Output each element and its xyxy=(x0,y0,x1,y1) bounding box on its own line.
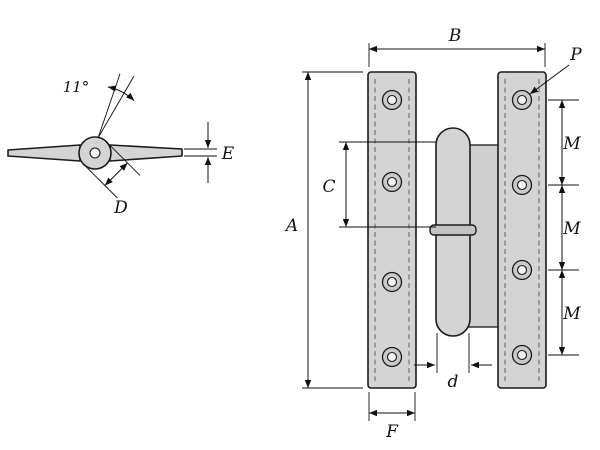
dimension-label-B: B xyxy=(448,26,462,46)
dimension-label-M: M xyxy=(562,219,581,239)
screw-hole xyxy=(381,89,403,111)
pin-hole xyxy=(89,147,101,159)
pin-collar xyxy=(429,224,477,236)
dimension-line xyxy=(104,162,128,186)
leaf-right-arm xyxy=(109,144,183,162)
screw-hole xyxy=(381,271,403,293)
angle-arc xyxy=(107,85,135,101)
dimension-F: F xyxy=(368,392,416,442)
angle-leg-line xyxy=(97,73,121,139)
dimension-d: d xyxy=(414,333,492,392)
left-leaf-plate xyxy=(367,71,417,389)
screw-hole xyxy=(511,89,533,111)
dimension-label-A: A xyxy=(284,216,298,236)
dimension-A: A xyxy=(284,71,363,389)
dimension-label-C: C xyxy=(322,177,335,197)
left-leaf-holes xyxy=(381,89,403,368)
screw-hole xyxy=(511,174,533,196)
dimension-label-E: E xyxy=(221,144,235,164)
leader-line xyxy=(529,64,570,95)
extension-line xyxy=(105,141,141,176)
screw-hole xyxy=(381,346,403,368)
dimension-label-D: D xyxy=(113,198,128,218)
front-view: B P A C M xyxy=(284,26,582,442)
dimension-P: P xyxy=(529,45,582,95)
screw-hole xyxy=(511,344,533,366)
dimension-E: E xyxy=(184,122,235,183)
dimension-label-P: P xyxy=(569,45,582,65)
dimension-label-d: d xyxy=(448,372,459,392)
dimension-B: B xyxy=(368,26,546,67)
knuckle-connector xyxy=(466,144,501,328)
right-leaf-plate xyxy=(497,71,547,389)
screw-hole xyxy=(511,259,533,281)
leaf-left-arm xyxy=(7,144,81,162)
dimension-D: D xyxy=(83,141,141,218)
dimension-label-M: M xyxy=(562,304,581,324)
dimension-C: C xyxy=(322,141,436,228)
angle-annotation: 11° xyxy=(63,73,135,139)
angle-label: 11° xyxy=(63,78,90,96)
right-leaf-holes xyxy=(511,89,533,366)
screw-hole xyxy=(381,171,403,193)
side-view: 11° E D xyxy=(7,73,235,218)
extension-line xyxy=(83,163,118,199)
dimension-label-F: F xyxy=(385,422,399,442)
dimension-M: M M M xyxy=(548,99,581,356)
dimension-label-M: M xyxy=(562,134,581,154)
